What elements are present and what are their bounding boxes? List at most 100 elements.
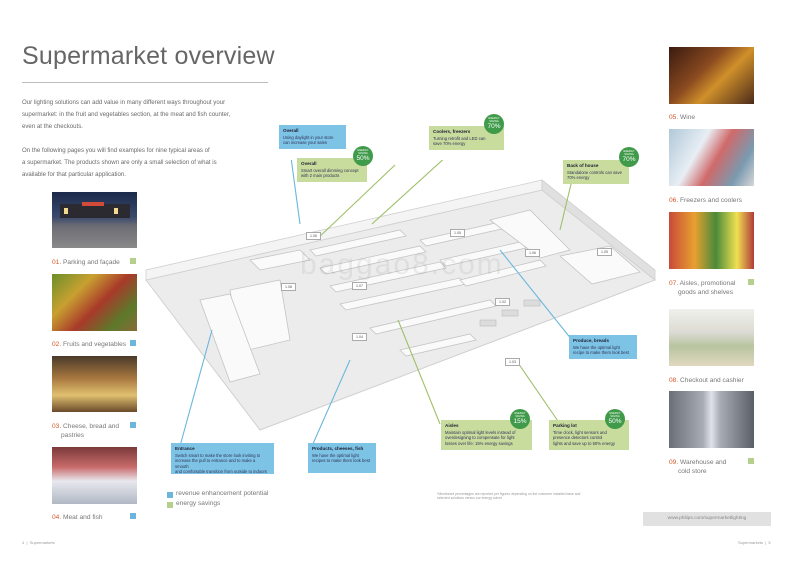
page-footer-right: Supermarkets | 5 <box>738 540 771 545</box>
badge-value: 50% <box>356 155 370 162</box>
product-code-label: 1.06 <box>306 232 321 240</box>
callout-products-cheeses-fish: Products, cheeses, fish We have the opti… <box>308 443 376 473</box>
legend-green-swatch <box>167 502 173 508</box>
blue-connectors <box>179 160 573 447</box>
legend-energy-label: energy savings <box>176 500 221 507</box>
callout-text: recipe to make them look best <box>573 350 629 356</box>
area-label: Parking and façade <box>63 259 120 266</box>
area-label-cont: cold store <box>678 468 707 475</box>
area-label: Freezers and coolers <box>680 197 742 204</box>
product-code-label: 1.08 <box>281 283 296 291</box>
intro-line: a supermarket. The products shown are on… <box>22 158 217 166</box>
badge-label: ENERGY SAVING <box>623 150 635 156</box>
callout-produce-breads: Produce, breads We have the optimal ligh… <box>569 335 637 359</box>
badge-value: 70% <box>622 156 636 163</box>
area-number: 01. <box>52 259 62 266</box>
callout-text: save 70% energy <box>433 141 466 147</box>
checkout-counters <box>479 299 541 327</box>
cheese-bread-photo <box>52 356 137 412</box>
badge-label: ENERGY SAVING <box>488 117 500 123</box>
fruits-vegetables-photo <box>52 274 137 331</box>
callout-text: We have the optimal light <box>573 344 620 350</box>
legend-revenue-label: revenue enhancement potential <box>176 490 269 497</box>
product-code-label: 1.06 <box>525 249 540 257</box>
meat-fish-photo <box>52 447 137 504</box>
page-title: Supermarket overview <box>22 42 275 70</box>
area-number: 03. <box>52 423 62 430</box>
badge-label: ENERGY SAVING <box>514 412 526 418</box>
badge-label: ENERGY SAVING <box>609 412 621 418</box>
callout-text: can increase your sales <box>283 140 327 146</box>
callout-title: Entrance <box>175 446 195 451</box>
page-footer-left: 4 | Supermarkets <box>22 540 55 545</box>
area-caption-08: 08. Checkout and cashier <box>669 376 744 385</box>
watermark: baggao8.com <box>300 248 504 281</box>
area-label: Aisles, promotional <box>679 280 736 287</box>
energy-tag-square <box>748 458 754 464</box>
intro-line: Our lighting solutions can add value in … <box>22 99 226 106</box>
wine-photo <box>669 47 754 104</box>
area-number: 09. <box>669 459 679 466</box>
area-number: 08. <box>669 377 679 384</box>
callout-text: overdesigning to compensate for light <box>445 435 515 441</box>
area-label-cont: goods and shelves <box>678 289 733 296</box>
area-caption-05: 05. Wine <box>669 113 695 122</box>
badge-value: 15% <box>513 418 527 425</box>
side-wall <box>541 179 656 281</box>
callout-entrance: Entrance Switch smart to make the store … <box>171 443 274 474</box>
callout-title: Aisles <box>445 423 459 428</box>
area-label-cont: pastries <box>61 432 85 439</box>
area-caption-04: 04. Meat and fish <box>52 513 103 522</box>
intro-paragraph-2: On the following pages you will find exa… <box>22 145 262 180</box>
area-number: 02. <box>52 341 62 348</box>
callout-text: Using daylight in your store <box>283 134 334 140</box>
intro-paragraph-1: Our lighting solutions can add value in … <box>22 97 262 132</box>
area-label: Meat and fish <box>63 514 103 521</box>
callout-title: Produce, breads <box>573 338 609 343</box>
footnote-line: selected solutions versus our energy sol… <box>437 496 503 500</box>
area-label: Fruits and vegetables <box>63 341 127 348</box>
revenue-tag-square <box>130 422 136 428</box>
callout-text: 70% energy <box>567 175 590 181</box>
revenue-tag-square <box>130 340 136 346</box>
product-code-label: 1.05 <box>597 248 612 256</box>
callout-text: with 2 main products <box>301 173 340 179</box>
callout-title: Overall <box>283 128 299 133</box>
product-code-label: 1.03 <box>505 358 520 366</box>
intro-line: On the following pages you will find exa… <box>22 147 210 154</box>
area-caption-01: 01. Parking and façade <box>52 258 120 267</box>
callout-title: Products, cheeses, fish <box>312 446 364 451</box>
area-label: Wine <box>680 114 696 121</box>
shelving-units <box>199 209 641 383</box>
area-number: 04. <box>52 514 62 521</box>
page-number: 5 <box>768 540 771 545</box>
aisles-shelves-photo <box>669 212 754 269</box>
website-link[interactable]: www.philips.com/supermarketlighting <box>643 512 771 526</box>
store-floor-plan <box>145 160 656 447</box>
product-code-label: 1.04 <box>352 333 367 341</box>
callout-text: Turning retrofit and LED can <box>433 135 486 141</box>
callout-title: Coolers, freezers <box>433 129 471 134</box>
area-number: 05. <box>669 114 679 121</box>
title-divider <box>22 82 268 83</box>
badge-value: 70% <box>487 123 501 130</box>
energy-tag-square <box>130 258 136 264</box>
intro-line: available for that particular applicatio… <box>22 170 126 178</box>
callout-text: We have the optimal light <box>312 452 359 458</box>
callout-text: losses over life: 15% energy savings <box>445 440 513 446</box>
callout-text: Smart overall dimming concept <box>301 167 359 173</box>
footer-section: Supermarkets <box>29 540 55 545</box>
callout-text: Switch smart to make the store look invi… <box>175 452 261 458</box>
energy-tag-square <box>748 279 754 285</box>
footnote: *Mentioned percentages are reported per … <box>437 492 580 500</box>
product-code-label: 1.02 <box>495 298 510 306</box>
callout-back-of-house: Back of house Standalone controls can sa… <box>563 160 629 184</box>
checkout-cashier-photo <box>669 309 754 366</box>
callout-title: Parking lot <box>553 423 577 428</box>
callout-text: and comfortable transition from outside … <box>175 469 267 475</box>
